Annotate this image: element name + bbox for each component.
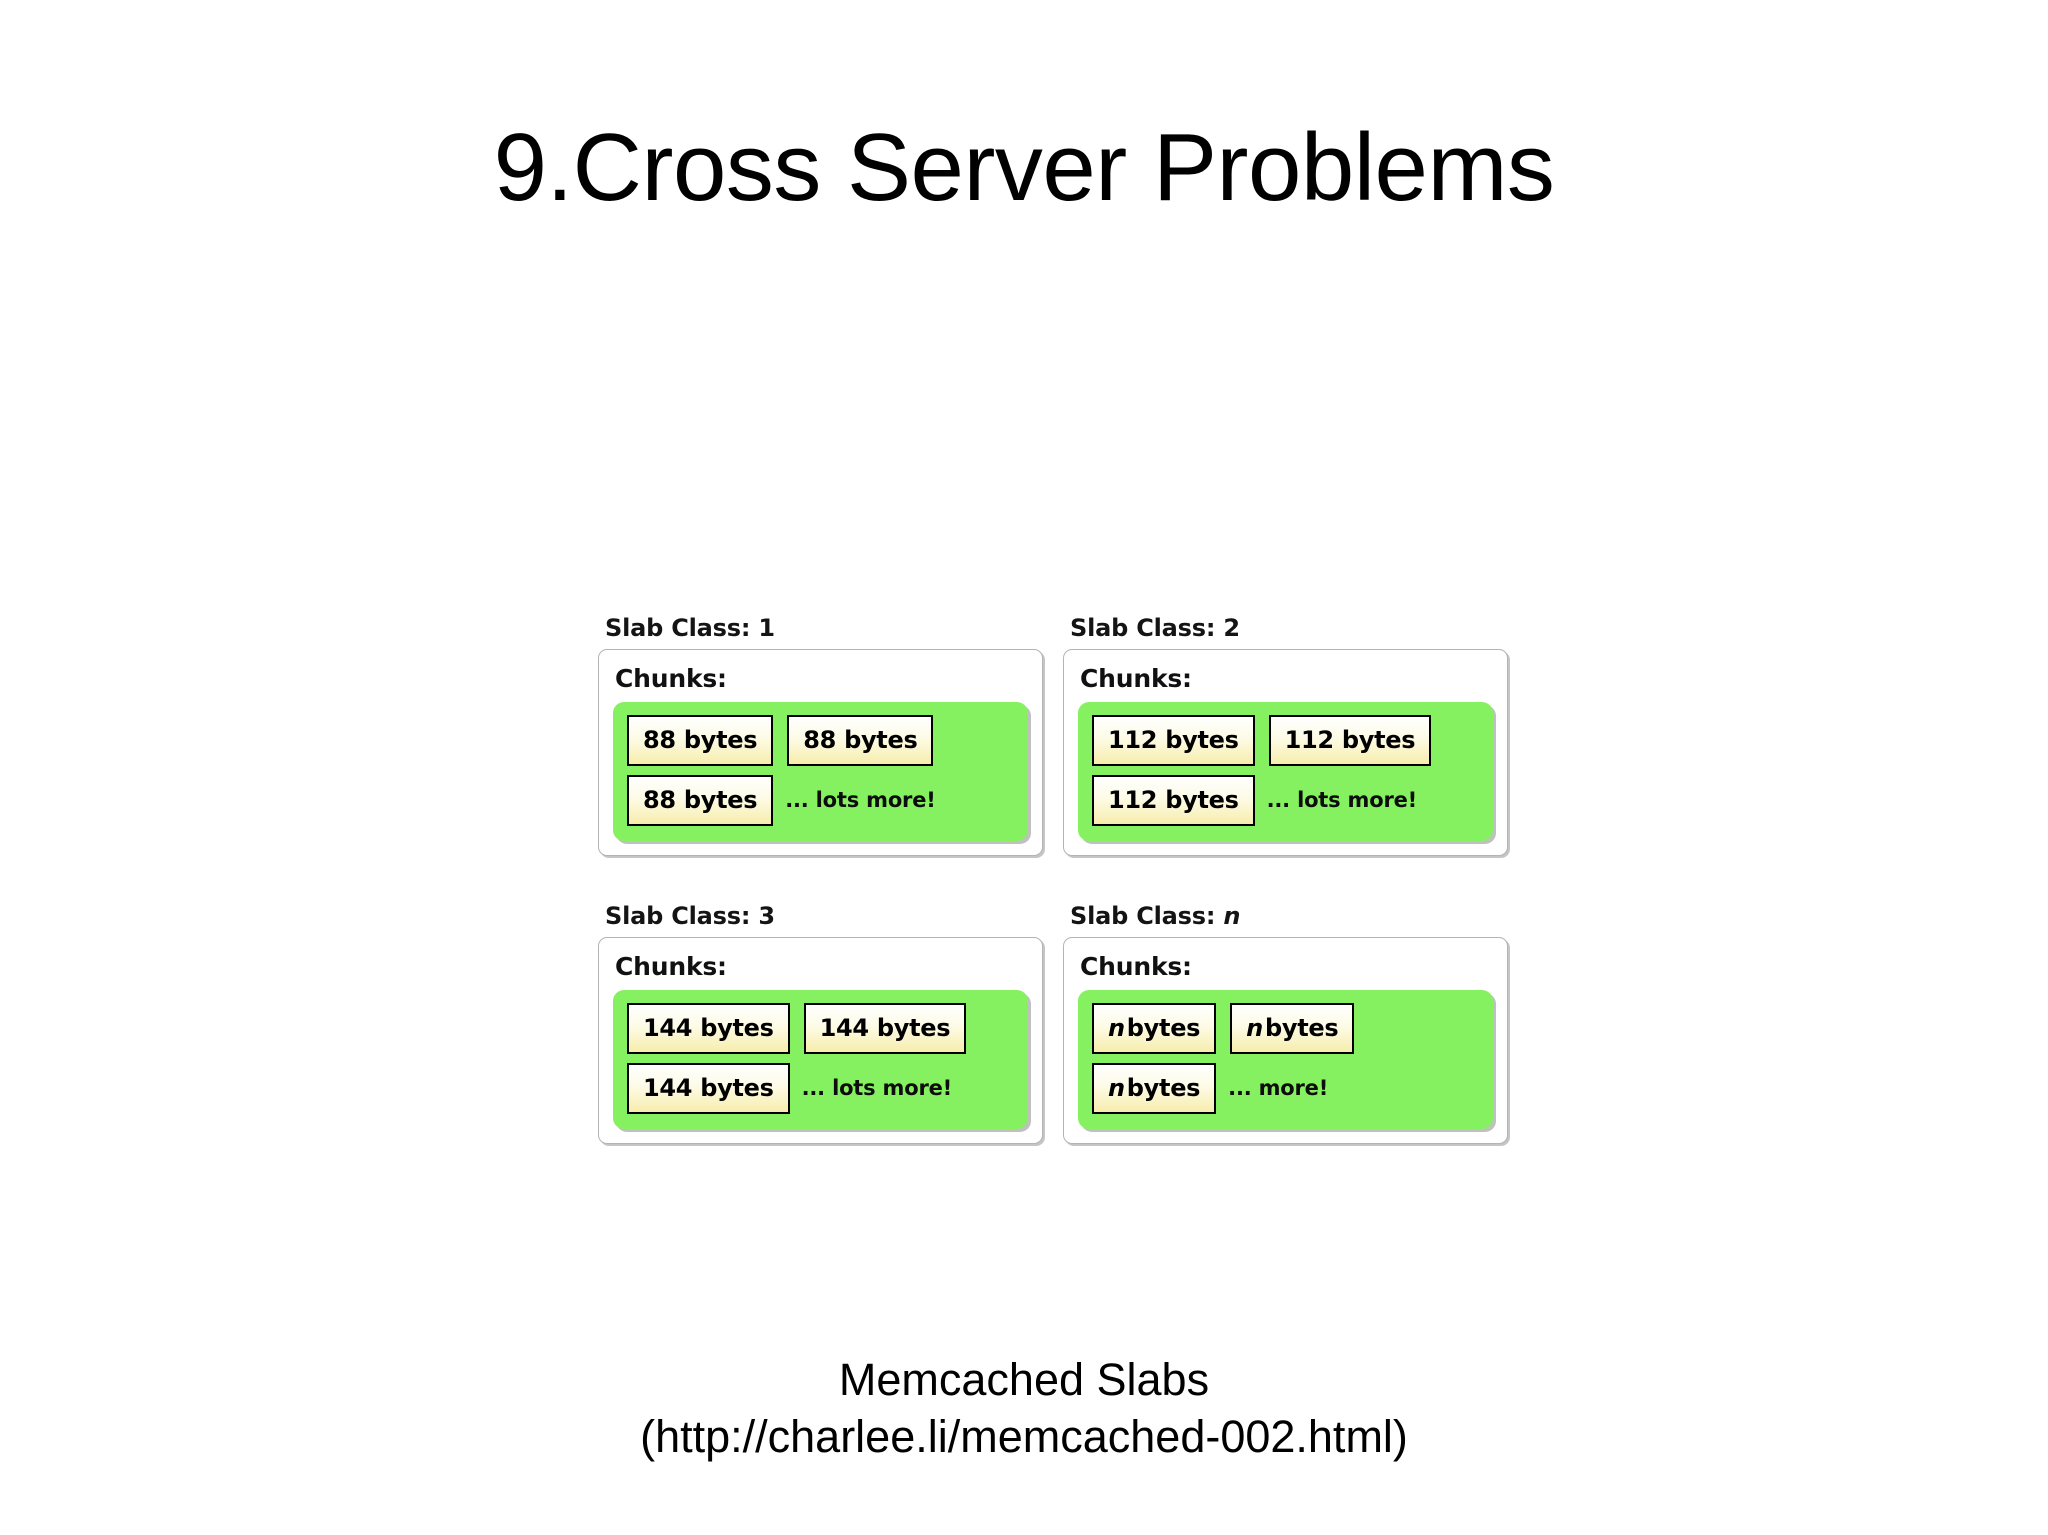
chunk-size-value: n	[1108, 1074, 1125, 1102]
slab-class-title: Slab Class: 3	[605, 902, 775, 930]
more-chunks-label: ... lots more!	[801, 1076, 953, 1100]
chunk-row: 112 bytes ... lots more!	[1092, 775, 1479, 826]
chunk-box: nbytes	[1092, 1003, 1217, 1054]
slab-class-title: Slab Class: 2	[1070, 614, 1240, 642]
slab-card: Chunks: 144 bytes 144 bytes 144 bytes ..…	[598, 937, 1043, 1144]
slab-class-cell: Slab Class: 3 Chunks: 144 bytes 144 byte…	[598, 904, 1043, 1144]
slab-card: Chunks: 112 bytes 112 bytes 112 bytes ..…	[1063, 649, 1508, 856]
chunk-box: 88 bytes	[787, 715, 934, 766]
chunks-label: Chunks:	[1080, 952, 1192, 981]
chunk-row: 112 bytes 112 bytes	[1092, 715, 1479, 766]
chunk-box: 112 bytes	[1268, 715, 1432, 766]
chunk-box: 144 bytes	[627, 1063, 790, 1114]
chunk-box: 144 bytes	[803, 1003, 967, 1054]
chunk-box: 112 bytes	[1092, 715, 1255, 766]
chunk-box: nbytes	[1230, 1003, 1355, 1054]
slab-class-grid: Slab Class: 1 Chunks: 88 bytes 88 bytes …	[598, 616, 1508, 1144]
chunk-box: nbytes	[1092, 1063, 1217, 1114]
slab-class-cell: Slab Class: 2 Chunks: 112 bytes 112 byte…	[1063, 616, 1508, 856]
chunk-size-unit: bytes	[1126, 1014, 1201, 1042]
chunk-size-unit: bytes	[1264, 1014, 1339, 1042]
more-chunks-label: ... lots more!	[1266, 788, 1418, 812]
chunks-pool: 112 bytes 112 bytes 112 bytes ... lots m…	[1078, 702, 1493, 841]
chunk-size-value: n	[1108, 1014, 1125, 1042]
slab-card: Chunks: 88 bytes 88 bytes 88 bytes ... l…	[598, 649, 1043, 856]
slab-class-cell: Slab Class: 1 Chunks: 88 bytes 88 bytes …	[598, 616, 1043, 856]
chunk-box: 88 bytes	[627, 715, 774, 766]
caption-line-title: Memcached Slabs	[838, 1354, 1210, 1405]
chunk-box: 88 bytes	[627, 775, 774, 826]
chunks-pool: 144 bytes 144 bytes 144 bytes ... lots m…	[613, 990, 1028, 1129]
slab-class-prefix: Slab Class:	[1070, 902, 1224, 930]
slab-class-title: Slab Class: 1	[605, 614, 775, 642]
chunk-row: 88 bytes ... lots more!	[627, 775, 1014, 826]
more-chunks-label: ... lots more!	[785, 788, 936, 812]
chunk-row: 88 bytes 88 bytes	[627, 715, 1014, 766]
page-title: 9.Cross Server Problems	[493, 114, 1555, 221]
chunk-row: nbytes ... more!	[1092, 1063, 1479, 1114]
slab-class-cell: Slab Class: n Chunks: nbytes nbytes	[1063, 904, 1508, 1144]
chunks-label: Chunks:	[1080, 664, 1192, 693]
chunks-label: Chunks:	[615, 952, 727, 981]
chunk-box: 144 bytes	[627, 1003, 790, 1054]
chunk-row: 144 bytes 144 bytes	[627, 1003, 1014, 1054]
memcached-slabs-diagram: Slab Class: 1 Chunks: 88 bytes 88 bytes …	[598, 616, 1508, 1296]
slab-class-value: n	[1223, 902, 1241, 930]
chunk-box: 112 bytes	[1092, 775, 1255, 826]
chunk-size-unit: bytes	[1126, 1074, 1201, 1102]
slab-card: Chunks: nbytes nbytes nbytes	[1063, 937, 1508, 1144]
chunk-row: nbytes nbytes	[1092, 1003, 1479, 1054]
chunks-pool: nbytes nbytes nbytes ... more!	[1078, 990, 1493, 1129]
chunk-size-value: n	[1246, 1014, 1263, 1042]
caption-line-source: (http://charlee.li/memcached-002.html)	[640, 1410, 1408, 1462]
chunk-row: 144 bytes ... lots more!	[627, 1063, 1014, 1114]
chunks-label: Chunks:	[615, 664, 727, 693]
chunks-pool: 88 bytes 88 bytes 88 bytes ... lots more…	[613, 702, 1028, 841]
diagram-caption: Memcached Slabs (http://charlee.li/memca…	[0, 1352, 2048, 1465]
more-chunks-label: ... more!	[1228, 1076, 1329, 1100]
slab-class-title: Slab Class: n	[1070, 904, 1508, 928]
